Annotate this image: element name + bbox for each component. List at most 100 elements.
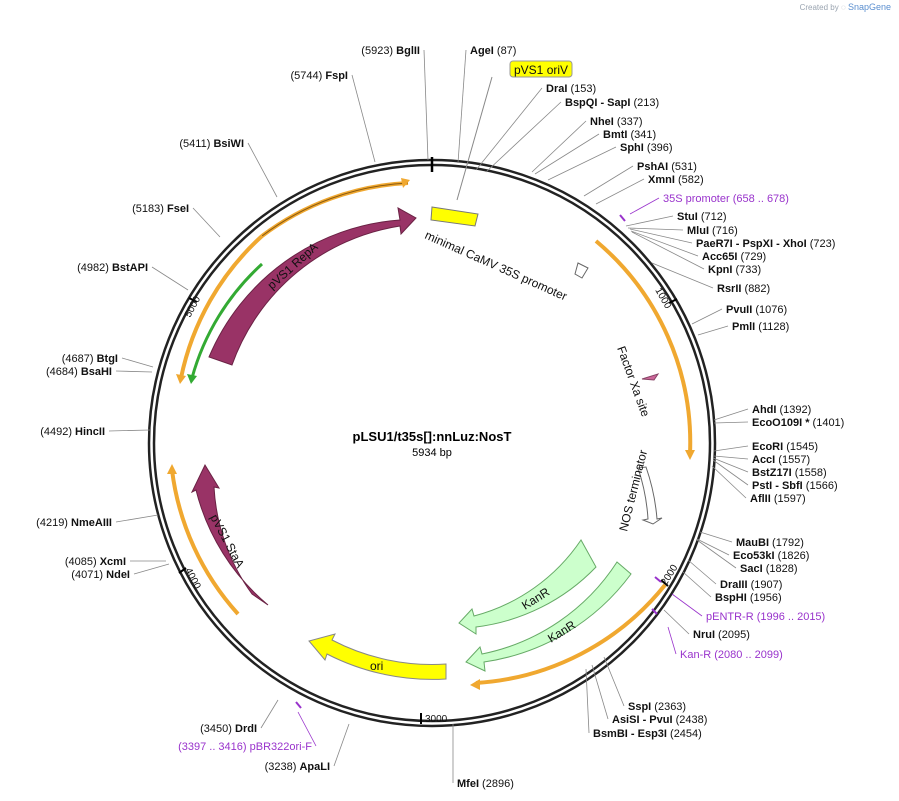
site-label[interactable]: DraIII (1907) — [720, 579, 782, 591]
site-label[interactable]: (4687) BtgI — [62, 353, 118, 365]
site-label[interactable]: EcoRI (1545) — [752, 441, 818, 453]
primer-marker — [295, 701, 302, 709]
feature-pvs1-oriv-bar — [430, 206, 479, 227]
site-leader — [595, 178, 645, 205]
site-label[interactable]: XmnI (582) — [648, 174, 704, 186]
site-leader — [192, 207, 221, 238]
site-label[interactable]: (4085) XcmI — [65, 556, 126, 568]
site-label[interactable]: NruI (2095) — [693, 629, 750, 641]
primer-label[interactable]: pENTR-R (1996 .. 2015) — [706, 611, 825, 623]
site-label[interactable]: (3450) DrdI — [200, 723, 257, 735]
site-position: (716) — [709, 225, 738, 237]
site-label[interactable]: PvuII (1076) — [726, 304, 787, 316]
site-label[interactable]: MauBI (1792) — [736, 537, 804, 549]
feature-35s-promoter-marker — [574, 262, 589, 279]
site-label[interactable]: Eco53kI (1826) — [733, 550, 809, 562]
site-position: (1907) — [748, 579, 783, 591]
site-position: (2363) — [651, 701, 686, 713]
site-name: BspQI — [565, 97, 597, 109]
site-label[interactable]: SacI (1828) — [740, 563, 798, 575]
site-leader — [603, 656, 625, 707]
site-label[interactable]: MfeI (2896) — [457, 778, 514, 790]
feature-nos-terminator — [637, 466, 663, 525]
site-name: NmeAIII — [71, 517, 112, 529]
site-position: (153) — [567, 83, 596, 95]
site-label[interactable]: PmlI (1128) — [732, 321, 789, 333]
site-label[interactable]: (4071) NdeI — [71, 569, 130, 581]
site-name: NruI — [693, 629, 715, 641]
site-label[interactable]: BstZ17I (1558) — [752, 467, 827, 479]
site-leader — [485, 101, 562, 173]
site-label[interactable]: StuI (712) — [677, 211, 727, 223]
site-label[interactable]: (5744) FspI — [291, 70, 348, 82]
site-label[interactable]: (4219) NmeAIII — [36, 517, 112, 529]
site-leader — [663, 609, 690, 635]
primer-leader — [297, 711, 317, 747]
orf-arrowhead-lower-left — [167, 464, 177, 474]
site-label[interactable]: AhdI (1392) — [752, 404, 811, 416]
site-label[interactable]: (5183) FseI — [132, 203, 189, 215]
site-label[interactable]: KpnI (733) — [708, 264, 761, 276]
site-label[interactable]: NheI (337) — [590, 116, 643, 128]
site-leader — [547, 146, 617, 181]
site-label[interactable]: RsrII (882) — [717, 283, 770, 295]
site-leader — [625, 215, 674, 227]
site-position: (3238) — [265, 761, 300, 773]
site-name: DraIII — [720, 579, 748, 591]
site-label[interactable]: PstI - SbfI (1566) — [752, 480, 838, 492]
orf-arc-lower-right — [475, 583, 667, 685]
site-label[interactable]: (4492) HincII — [40, 426, 105, 438]
site-label[interactable]: AsiSI - PvuI (2438) — [612, 714, 707, 726]
feature-factor-xa-marker — [641, 373, 660, 381]
site-label[interactable]: PaeR7I - PspXI - XhoI (723) — [696, 238, 835, 250]
site-label[interactable]: SphI (396) — [620, 142, 673, 154]
watermark-brand: SnapGene — [847, 2, 891, 12]
site-name: BsmBI — [593, 728, 628, 740]
site-leader — [423, 49, 429, 161]
site-label[interactable]: BspQI - SapI (213) — [565, 97, 659, 109]
site-label[interactable]: (4982) BstAPI — [77, 262, 148, 274]
site-label[interactable]: AccI (1557) — [752, 454, 810, 466]
site-leader — [583, 165, 634, 197]
site-name: StuI — [677, 211, 698, 223]
site-label[interactable]: BspHI (1956) — [715, 592, 782, 604]
orf-arrowhead-left — [176, 374, 186, 384]
site-leader — [151, 266, 189, 291]
site-position: (733) — [732, 264, 761, 276]
site-label[interactable]: SspI (2363) — [628, 701, 686, 713]
site-label[interactable]: (5411) BsiWI — [179, 138, 244, 150]
site-leader — [712, 457, 749, 473]
primer-label[interactable]: Kan-R (2080 .. 2099) — [680, 649, 783, 661]
site-label[interactable]: MluI (716) — [687, 225, 738, 237]
site-label[interactable]: (5923) BglII — [361, 45, 420, 57]
site-name: PmlI — [732, 321, 755, 333]
site-label[interactable]: BmtI (341) — [603, 129, 656, 141]
site-name: - PvuI — [640, 714, 673, 726]
site-name: RsrII — [717, 283, 741, 295]
site-label[interactable]: DraI (153) — [546, 83, 596, 95]
site-name: PshAI — [637, 161, 668, 173]
site-leader — [115, 514, 159, 523]
primer-marker — [619, 214, 626, 222]
site-leader — [713, 408, 749, 421]
orf-arc-lower-left — [170, 469, 240, 616]
site-name: BstZ17I — [752, 467, 792, 479]
site-name: Eco53kI — [733, 550, 775, 562]
site-label[interactable]: (3238) ApaLI — [265, 761, 330, 773]
site-label[interactable]: Acc65I (729) — [702, 251, 766, 263]
site-label[interactable]: AgeI (87) — [470, 45, 516, 57]
site-position: (3450) — [200, 723, 235, 735]
ruler-tick-4000 — [178, 567, 187, 574]
primer-label[interactable]: 35S promoter (658 .. 678) — [663, 193, 789, 205]
site-name: BmtI — [603, 129, 627, 141]
site-label[interactable]: AflII (1597) — [750, 493, 806, 505]
site-name: FspI — [325, 70, 348, 82]
site-label[interactable]: EcoO109I * (1401) — [752, 417, 844, 429]
site-label[interactable]: (4684) BsaHI — [46, 366, 112, 378]
site-position: (712) — [698, 211, 727, 223]
feature-label-camv35s: minimal CaMV 35S promoter — [423, 228, 569, 303]
primer-label[interactable]: (3397 .. 3416) pBR322ori-F — [178, 741, 312, 753]
site-leader — [651, 262, 714, 289]
site-label[interactable]: PshAI (531) — [637, 161, 697, 173]
site-label[interactable]: BsmBI - Esp3I (2454) — [593, 728, 702, 740]
